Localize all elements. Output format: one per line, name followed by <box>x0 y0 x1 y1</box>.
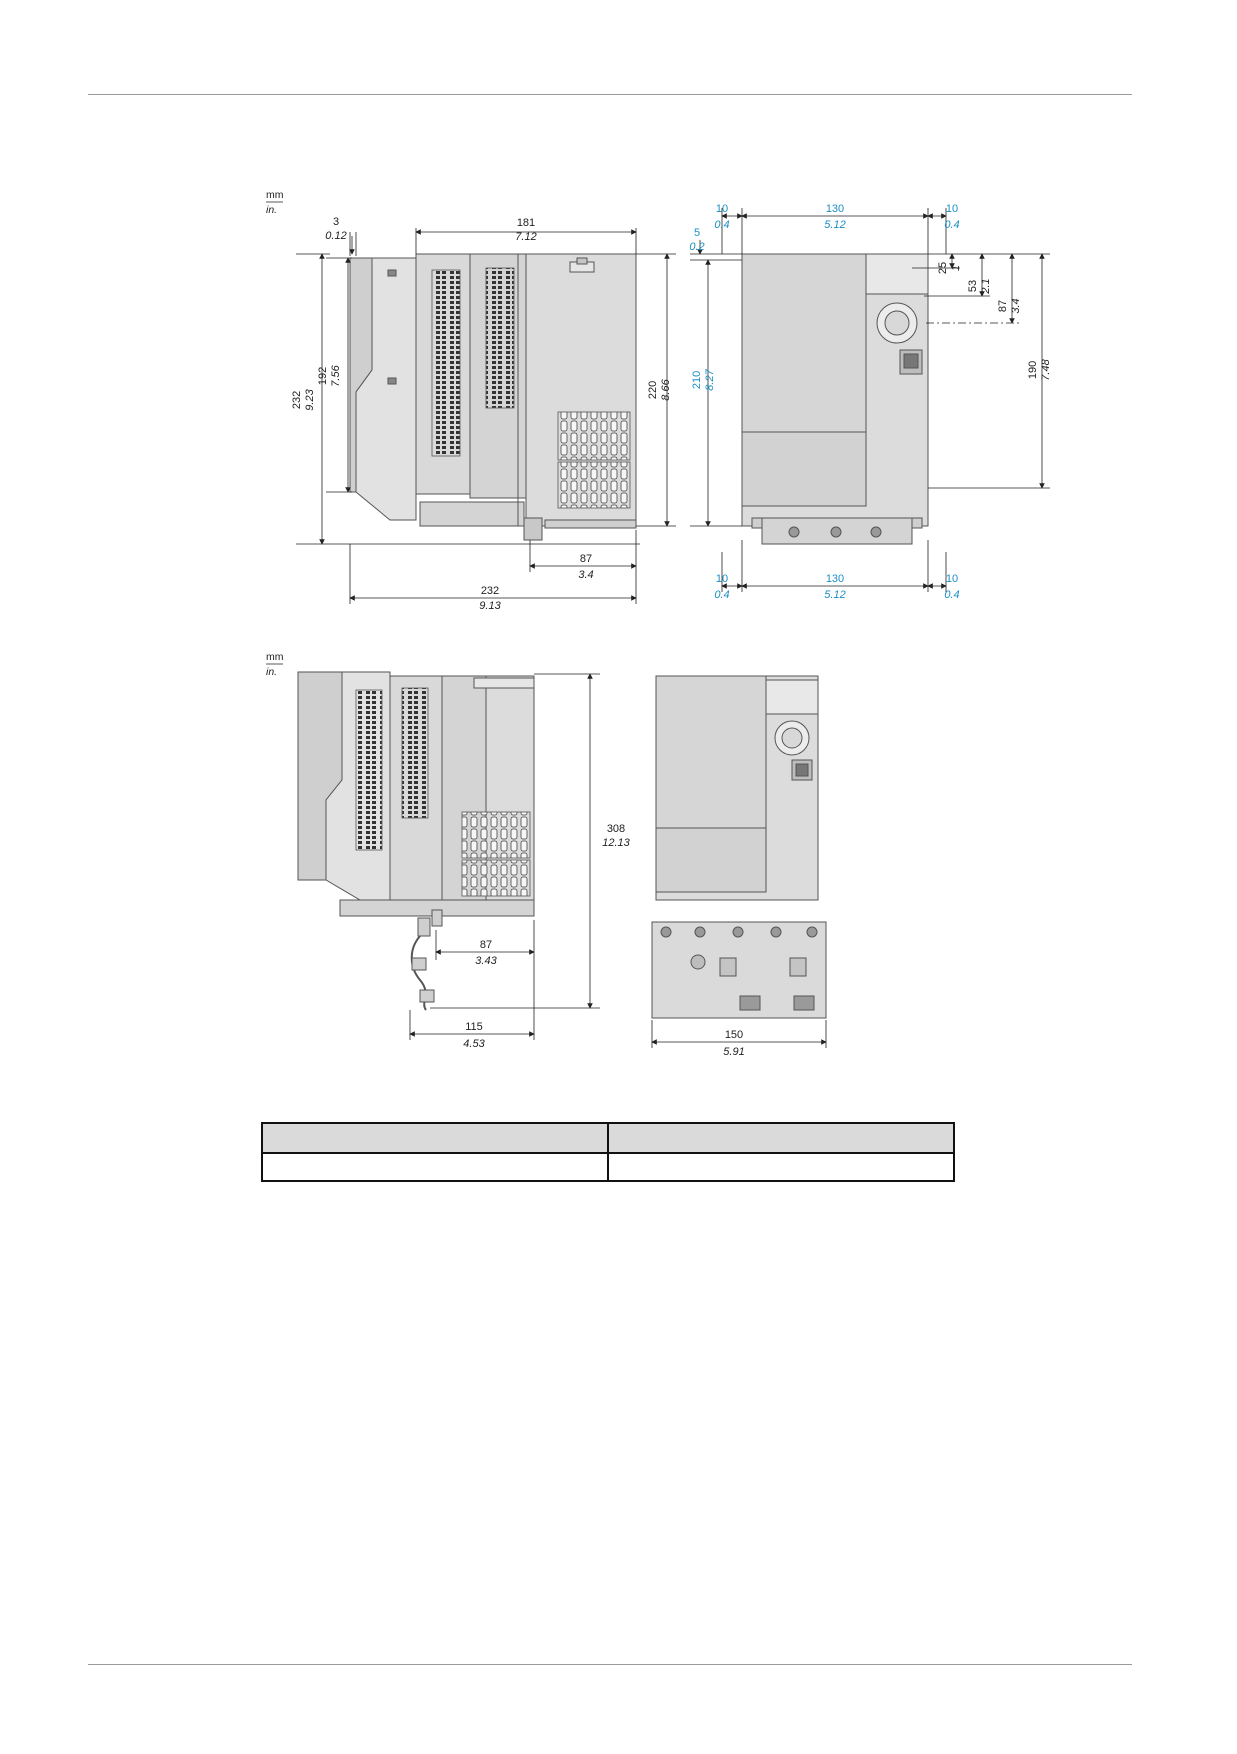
dim-width-mm: 130 <box>826 203 844 215</box>
dim-plate-mm: 87 <box>480 939 492 951</box>
dim-bottom-clear-right-in: 0.4 <box>944 589 959 601</box>
dim-clear-right-in: 0.4 <box>944 219 959 231</box>
dim-height-in: 12.13 <box>602 837 630 849</box>
svg-text:in.: in. <box>266 204 277 216</box>
dim-offset-mm: 3 <box>333 216 339 228</box>
table-cell <box>607 1152 955 1182</box>
side-vents <box>355 689 383 851</box>
unit-label: mm in. <box>266 651 284 678</box>
bottom-side-view: mm in. <box>266 651 631 1050</box>
dim-depth-mm: 181 <box>517 217 535 229</box>
dim-total-depth-in: 9.13 <box>479 600 501 612</box>
dim-mount-height-mm: 192 <box>317 367 329 385</box>
dim-bottom-width-in: 5.12 <box>824 589 845 601</box>
side-vents <box>431 269 461 457</box>
dim-height-mm: 210 <box>691 371 703 389</box>
dim-bottom-clear-left-mm: 10 <box>716 573 728 585</box>
svg-text:in.: in. <box>266 666 277 678</box>
bottom-front-view: 150 5.91 <box>651 675 827 1058</box>
footer-rule <box>88 1664 1132 1665</box>
emc-clamp-cable <box>410 909 443 1011</box>
dim-bottom-width-mm: 130 <box>826 573 844 585</box>
dim-top-gap-in: 0.2 <box>689 241 704 253</box>
dim-d87-mm: 87 <box>997 300 1009 312</box>
side-vents <box>401 687 429 819</box>
dim-height-right-in: 8.66 <box>660 378 672 400</box>
dim-height-right-mm: 220 <box>647 381 659 399</box>
grille <box>461 859 531 897</box>
dim-d87-in: 3.4 <box>1010 298 1022 313</box>
dim-width-in: 5.12 <box>824 219 845 231</box>
dim-d53-in: 2.1 <box>980 278 992 294</box>
dim-total-depth-mm: 232 <box>481 585 499 597</box>
table-header-row <box>261 1122 955 1154</box>
dim-top-gap-mm: 5 <box>694 227 700 239</box>
svg-text:mm: mm <box>266 189 284 201</box>
dim-d25-in: 1 <box>950 265 962 271</box>
dim-mount-height-in: 7.56 <box>330 364 342 386</box>
table-row <box>261 1152 955 1182</box>
svg-text:mm: mm <box>266 651 284 663</box>
dim-d25-mm: 25 <box>937 262 949 274</box>
top-front-view: 10 0.4 130 5.12 10 0.4 5 0.2 210 8.27 25… <box>689 203 1052 601</box>
dim-height-in: 8.27 <box>704 368 716 390</box>
dim-bottom-clear-right-mm: 10 <box>946 573 958 585</box>
dim-bottom-clear-left-in: 0.4 <box>714 589 729 601</box>
dim-offset-in: 0.12 <box>325 230 346 242</box>
table-header-cell <box>607 1122 955 1154</box>
drive-front-body-emc <box>651 675 827 1019</box>
dim-plate-in: 3.4 <box>578 569 593 581</box>
dim-clear-right-mm: 10 <box>946 203 958 215</box>
grille <box>557 461 631 509</box>
dim-height-left-in: 9.23 <box>304 388 316 410</box>
dim-height-mm: 308 <box>607 823 625 835</box>
drive-front-body <box>741 253 929 545</box>
dim-d53-mm: 53 <box>967 280 979 292</box>
dim-depth-in: 7.12 <box>515 231 536 243</box>
dim-clear-left-mm: 10 <box>716 203 728 215</box>
dim-depth-mm: 115 <box>465 1021 483 1033</box>
side-vents <box>485 267 515 409</box>
top-side-view: mm in. <box>266 189 676 612</box>
unit-label: mm in. <box>266 189 284 216</box>
dim-depth-in: 4.53 <box>463 1038 485 1050</box>
dim-width-mm: 150 <box>725 1029 743 1041</box>
dim-plate-in: 3.43 <box>475 955 497 967</box>
dim-d190-mm: 190 <box>1027 361 1039 379</box>
header-rule <box>88 94 1132 95</box>
dim-plate-mm: 87 <box>580 553 592 565</box>
grille <box>461 811 531 859</box>
dimension-drawings: mm in. <box>266 189 1052 1058</box>
dim-width-in: 5.91 <box>723 1046 744 1058</box>
dim-height-left-mm: 232 <box>291 391 303 409</box>
table-cell <box>261 1152 609 1182</box>
table-header-cell <box>261 1122 609 1154</box>
dimensions-table <box>261 1122 955 1182</box>
dim-clear-left-in: 0.4 <box>714 219 729 231</box>
grille <box>557 411 631 461</box>
dim-d190-in: 7.48 <box>1040 358 1052 380</box>
